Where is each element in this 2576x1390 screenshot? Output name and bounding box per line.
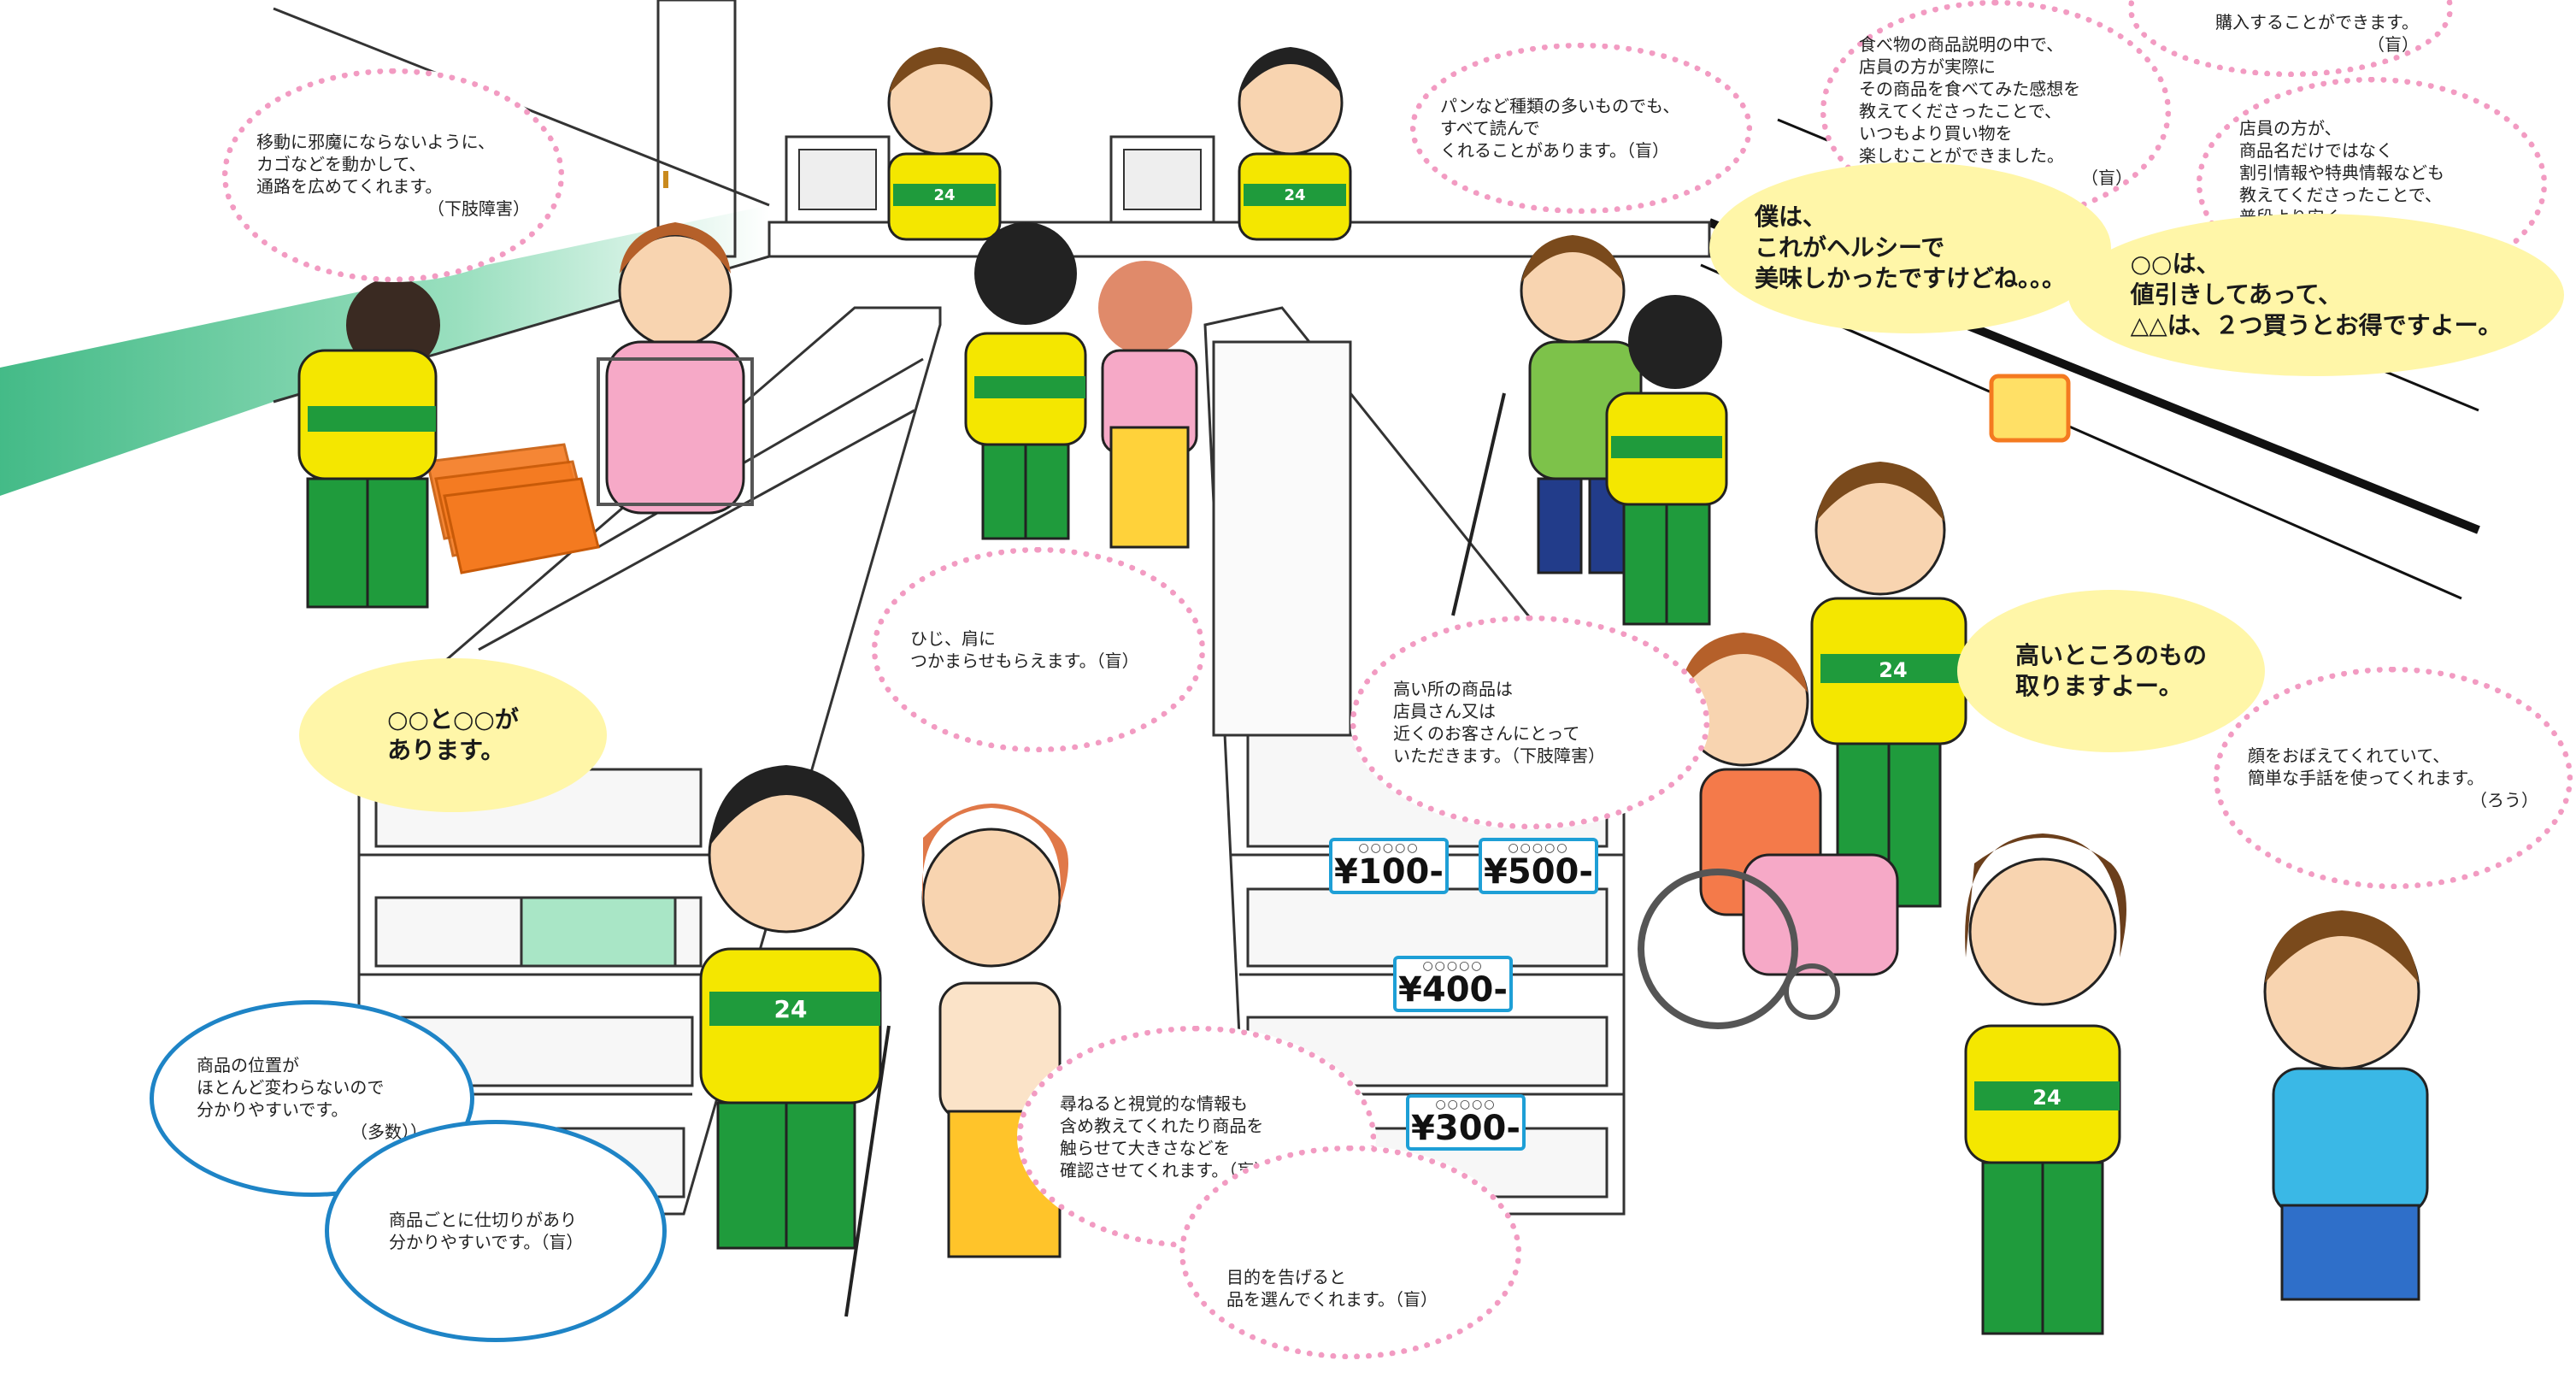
speech-discount: ○○は、 値引きしてあって、 △△は、２つ買うとお得ですよー。: [2068, 214, 2564, 376]
price-amount: ¥100-: [1334, 852, 1444, 892]
bubble-text: パンなど種類の多いものでも、 すべて読んで くれることがあります。（盲）: [1440, 96, 1680, 161]
bubble-face-sign: 顔をおぼえてくれていて、 簡単な手話を使ってくれます。 （ろう）: [2214, 667, 2573, 889]
price-amount: ¥500-: [1484, 852, 1593, 892]
bubble-note: （盲）: [2081, 168, 2132, 188]
price-tag-100: ○○○○○ ¥100-: [1329, 838, 1449, 894]
staff-with-glasses-center: [699, 765, 882, 1250]
price-dots: ○○○○○: [1358, 841, 1420, 855]
bubble-text: 尋ねると視覚的な情報も 含め教えてくれたり商品を 触らせて大きさなどを 確認させ…: [1060, 1093, 1272, 1181]
bubble-divider: 商品ごとに仕切りがあり 分かりやすいです。（盲）: [325, 1120, 667, 1342]
price-amount: ¥300-: [1411, 1109, 1520, 1148]
bubble-choose-item: 目的を告げると 品を選んでくれます。（盲）: [1179, 1146, 1521, 1359]
price-tag-500: ○○○○○ ¥500-: [1479, 838, 1598, 894]
bubble-position-same: 商品の位置が ほとんど変わらないので 分かりやすいです。 （多数））: [150, 1000, 474, 1197]
shirt-number-labels: 24 24 24 24 24: [774, 186, 2061, 1110]
customer-deaf-boy: [2263, 910, 2429, 1301]
speech-take-high: 高いところのもの 取りますよー。: [1957, 590, 2265, 752]
staff-bending-basket: [297, 278, 440, 609]
cashier-staff-2: [1238, 47, 1352, 241]
bubble-elbow-shoulder: ひじ、肩に つかまらせもらえます。（盲）: [872, 547, 1205, 752]
cashier-staff-1: [887, 47, 1002, 241]
bubble-note: （ろう）: [2470, 790, 2538, 810]
bubble-text: 購入することができます。: [2215, 12, 2419, 32]
bubble-text: 食べ物の商品説明の中で、 店員の方が実際に その商品を食べてみた感想を 教えてく…: [1859, 34, 2081, 166]
customer-wheelchair-left: [597, 222, 754, 515]
shirt-number: 24: [1284, 186, 1305, 204]
bubble-move-basket: 移動に邪魔にならないように、 カゴなどを動かして、 通路を広めてくれます。 （下…: [222, 68, 564, 282]
staff-guiding-customer: [964, 222, 1087, 540]
speech-there-is: ○○と○○が あります。: [299, 658, 607, 812]
bubble-text: 高い所の商品は 店員さん又は 近くのお客さんにとって いただきます。（下肢障害）: [1393, 679, 1605, 766]
staff-guiding-right: [1605, 295, 1728, 626]
staff-reaching-high: [1810, 374, 2071, 908]
shirt-number: 24: [933, 186, 955, 204]
bubble-text: 顔をおぼえてくれていて、 簡単な手話を使ってくれます。: [2248, 745, 2485, 788]
shirt-number: 24: [774, 995, 808, 1023]
speech-healthy: 僕は、 これがヘルシーで 美味しかったですけどね。。。: [1709, 162, 2111, 333]
bubble-text: 目的を告げると 品を選んでくれます。（盲）: [1226, 1267, 1438, 1310]
bubble-high-shelf: 高い所の商品は 店員さん又は 近くのお客さんにとって いただきます。（下肢障害）: [1350, 615, 1709, 829]
staff-female-right: [1964, 833, 2126, 1335]
customer-with-backpack: [1098, 261, 1198, 549]
bubble-text: 商品の位置が ほとんど変わらないので 分かりやすいです。: [197, 1055, 385, 1120]
bubble-text: 移動に邪魔にならないように、 カゴなどを動かして、 通路を広めてくれます。: [256, 132, 495, 197]
price-amount: ¥400-: [1398, 970, 1508, 1010]
bubble-text: 商品ごとに仕切りがあり 分かりやすいです。（盲）: [389, 1210, 584, 1252]
bubble-read-bread: パンなど種類の多いものでも、 すべて読んで くれることがあります。（盲）: [1410, 43, 1752, 214]
price-tag-300: ○○○○○ ¥300-: [1406, 1094, 1526, 1151]
bubble-text: ひじ、肩に つかまらせもらえます。（盲）: [910, 628, 1139, 671]
bubble-note: （下肢障害）: [427, 198, 530, 219]
shirt-number: 24: [2032, 1086, 2061, 1110]
price-dots: ○○○○○: [1508, 841, 1569, 855]
shirt-number: 24: [1879, 658, 1907, 682]
bubble-note: （盲）: [2367, 34, 2419, 55]
shopping-baskets: [426, 443, 600, 574]
price-tag-400: ○○○○○ ¥400-: [1393, 956, 1513, 1012]
price-dots: ○○○○○: [1435, 1098, 1497, 1111]
price-dots: ○○○○○: [1422, 959, 1484, 973]
bubble-note: （多数））: [350, 1122, 427, 1142]
customer-wheelchair-right: [1638, 633, 1899, 1029]
